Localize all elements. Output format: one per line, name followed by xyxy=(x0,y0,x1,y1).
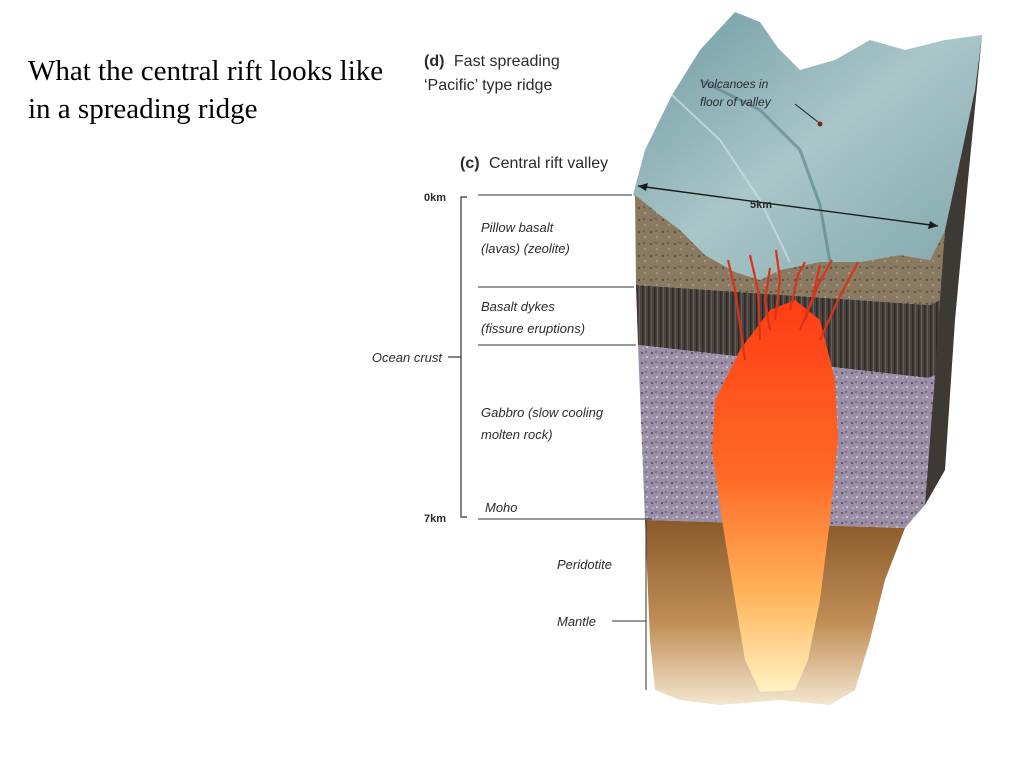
pillow-basalt-layer xyxy=(635,195,945,305)
basalt-dykes-label-line2: (fissure eruptions) xyxy=(481,321,585,336)
pillow-basalt-label-line2: (lavas) (zeolite) xyxy=(481,241,570,256)
rock-block xyxy=(633,12,982,705)
depth-scale: 0km 7km Ocean crust xyxy=(372,192,467,525)
depth-top-label: 0km xyxy=(424,192,446,204)
svg-text:(c) Central rift valley: (c) Central rift valley xyxy=(460,155,608,172)
panel-c-letter: (c) xyxy=(460,155,480,172)
ocean-crust-label: Ocean crust xyxy=(372,350,443,365)
volcano-annotation: Volcanoes in floor of valley xyxy=(700,77,823,127)
valley-floor-groove xyxy=(699,78,832,263)
valley-ridge-line xyxy=(671,94,791,263)
panel-d-letter: (d) xyxy=(424,53,444,70)
valley-surface xyxy=(633,12,982,280)
basalt-dykes-label-line1: Basalt dykes xyxy=(481,299,555,314)
moho-label: Moho xyxy=(485,500,518,515)
gabbro-label-line1: Gabbro (slow cooling xyxy=(481,405,604,420)
magma-plume xyxy=(712,300,838,692)
volcano-marker xyxy=(817,121,823,127)
peridotite-label: Peridotite xyxy=(557,557,612,572)
layer-boundaries xyxy=(478,194,652,690)
slide-title: What the central rift looks like in a sp… xyxy=(28,55,384,125)
width-label: 5km xyxy=(750,199,772,211)
feeder-dykes xyxy=(726,249,859,361)
depth-bottom-label: 7km xyxy=(424,513,446,525)
panel-d-title: (d) Fast spreading ‘Pacific’ type ridge xyxy=(424,53,560,94)
volcano-label-line2: floor of valley xyxy=(700,95,772,109)
panel-d-title-line1: Fast spreading xyxy=(454,53,560,70)
gabbro-label-line2: molten rock) xyxy=(481,427,553,442)
block-side-face xyxy=(925,35,982,505)
mantle-label: Mantle xyxy=(557,614,596,629)
layer-labels: Pillow basalt (lavas) (zeolite) Basalt d… xyxy=(481,220,612,629)
width-arrow: 5km xyxy=(637,183,939,229)
panel-d-title-line2: ‘Pacific’ type ridge xyxy=(424,77,552,94)
panel-c-title: (c) Central rift valley xyxy=(460,155,608,172)
panel-c-title-text: Central rift valley xyxy=(489,155,608,172)
volcano-label-line1: Volcanoes in xyxy=(700,77,769,91)
svg-text:(d) Fast spreading: (d) Fast spreading xyxy=(424,53,560,70)
pillow-basalt-label-line1: Pillow basalt xyxy=(481,220,555,235)
